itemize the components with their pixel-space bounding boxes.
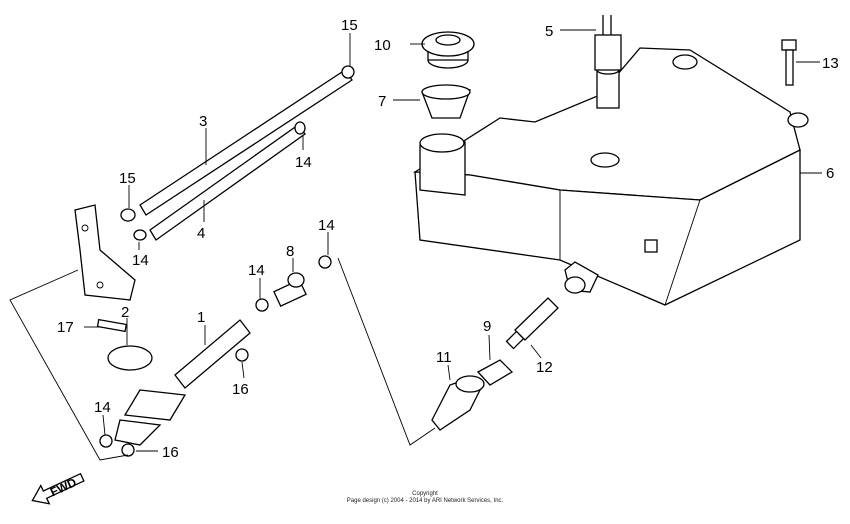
callout-8: 8 — [286, 243, 294, 260]
callout-12: 12 — [536, 359, 553, 376]
callout-14: 14 — [295, 154, 312, 171]
arrow-icon — [31, 472, 85, 505]
fuel-strainer — [421, 84, 471, 119]
callout-3: 3 — [199, 113, 207, 130]
copyright-line-2: Page design (c) 2004 - 2014 by ARI Netwo… — [347, 498, 504, 504]
bracket — [74, 204, 136, 301]
callout-11: 11 — [436, 349, 452, 366]
callout-16: 16 — [232, 381, 249, 398]
callout-2: 2 — [121, 304, 129, 321]
callout-1: 1 — [197, 309, 205, 326]
callout-14e: 14 — [94, 399, 111, 416]
leader-lines — [9, 29, 822, 461]
fuel-gauge-part — [594, 15, 622, 109]
bolt — [781, 39, 797, 86]
callout-9: 9 — [483, 318, 491, 335]
bolt-17 — [96, 318, 128, 333]
callout-15: 15 — [341, 17, 358, 34]
fuel-hose-3 — [139, 69, 353, 216]
callout-16b: 16 — [162, 444, 179, 461]
fuel-hose-1 — [174, 319, 251, 389]
fuel-filter — [431, 375, 485, 431]
callout-14b: 14 — [132, 252, 149, 269]
fwd-label: FWD — [48, 475, 79, 499]
callout-15b: 15 — [119, 170, 136, 187]
callout-13: 13 — [822, 55, 839, 72]
callout-labels: 1 2 3 4 5 6 7 8 9 10 11 12 13 14 14 14 1… — [57, 17, 839, 461]
callout-7: 7 — [378, 93, 386, 110]
callout-10: 10 — [374, 37, 391, 54]
fwd-arrow: FWD — [31, 472, 85, 505]
callout-14d: 14 — [248, 262, 265, 279]
callout-14c: 14 — [318, 217, 335, 234]
fuel-tank — [412, 47, 809, 306]
callout-4: 4 — [197, 225, 205, 242]
fuel-valve — [107, 345, 187, 446]
hose-joint — [273, 272, 307, 308]
callout-6: 6 — [826, 165, 834, 182]
fuel-hose-4 — [149, 124, 306, 241]
hose-clips — [99, 65, 355, 457]
copyright-line-1: Copyright — [412, 491, 438, 497]
callout-17: 17 — [57, 319, 74, 336]
fuel-cap — [421, 31, 475, 69]
callout-5: 5 — [545, 23, 553, 40]
clamp-9 — [476, 359, 514, 386]
drain-plug — [505, 297, 559, 350]
